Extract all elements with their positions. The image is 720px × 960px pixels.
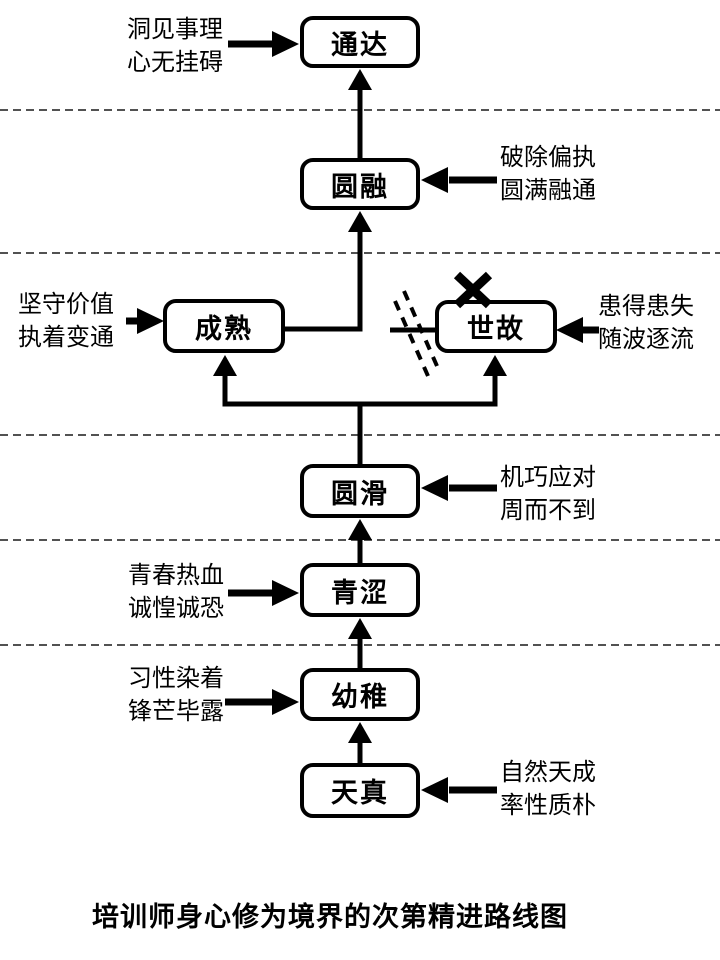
annotation-line: 周而不到	[500, 497, 596, 524]
stage-box-tianzhen: 天真	[300, 763, 420, 818]
flow-arrow-chengshu-yuanrong	[285, 230, 363, 332]
annotation-line: 执着变通	[18, 324, 114, 351]
stage-box-yuanrong: 圆融	[300, 158, 420, 210]
arrow-up-icon	[348, 69, 372, 90]
annotation-line: 习性染着	[128, 665, 224, 692]
stage-box-chengshu: 成熟	[163, 299, 285, 353]
arrow-right-icon	[137, 308, 164, 334]
arrow-up-icon	[213, 355, 237, 376]
stage-box-tongda: 通达	[300, 16, 420, 68]
stage-label-qingse: 青涩	[331, 577, 389, 608]
stage-box-yuanhua: 圆滑	[300, 464, 420, 518]
arrow-up-icon	[348, 211, 372, 232]
annotation-yuanhua: 机巧应对 周而不到	[500, 461, 596, 527]
stage-label-tianzhen: 天真	[331, 778, 389, 808]
arrow-right-icon	[272, 31, 299, 57]
flow-branch-line	[222, 374, 498, 407]
stage-label-youzhi: 幼稚	[331, 682, 389, 712]
annotation-tianzhen: 自然天成 率性质朴	[500, 756, 596, 822]
arrow-up-icon	[348, 519, 372, 540]
annotation-line: 圆满融通	[500, 177, 596, 204]
arrow-up-icon	[483, 355, 507, 376]
arrow-up-icon	[348, 722, 372, 743]
stage-label-yuanhua: 圆滑	[331, 478, 389, 509]
stage-label-chengshu: 成熟	[195, 313, 253, 344]
stage-box-youzhi: 幼稚	[300, 668, 420, 721]
page-title: 培训师身心修为境界的次第精进路线图	[92, 902, 568, 932]
annotation-tongda: 洞见事理 心无挂碍	[127, 13, 223, 79]
annotation-line: 青春热血	[128, 562, 224, 589]
annotation-chengshu: 坚守价值 执着变通	[18, 288, 114, 354]
annotation-line: 心无挂碍	[127, 49, 223, 76]
annotation-line: 诚惶诚恐	[128, 595, 224, 622]
stage-label-tongda: 通达	[331, 29, 389, 60]
annotation-line: 洞见事理	[127, 16, 223, 43]
arrow-right-icon	[272, 580, 299, 606]
arrow-left-icon	[556, 317, 583, 343]
annotation-line: 锋芒毕露	[128, 698, 224, 725]
annotation-line: 随波逐流	[598, 326, 694, 353]
annotation-shigu: 患得患失 随波逐流	[598, 290, 694, 356]
annotation-line: 患得患失	[598, 293, 694, 320]
arrow-left-icon	[421, 777, 448, 803]
annotation-line: 破除偏执	[500, 144, 596, 171]
annotation-line: 坚守价值	[18, 291, 114, 318]
annotation-yuanrong: 破除偏执 圆满融通	[500, 141, 596, 207]
annotation-line: 机巧应对	[500, 464, 596, 491]
annotation-youzhi: 习性染着 锋芒毕露	[128, 662, 224, 728]
stage-label-yuanrong: 圆融	[331, 171, 389, 202]
stage-label-shigu: 世故	[467, 314, 525, 344]
annotation-qingse: 青春热血 诚惶诚恐	[128, 559, 224, 625]
severed-connector-shigu	[390, 290, 439, 377]
annotation-line: 自然天成	[500, 759, 596, 786]
break-mark-icon	[393, 290, 439, 377]
stage-box-qingse: 青涩	[300, 563, 420, 617]
stage-box-shigu: 世故	[435, 300, 557, 353]
annotation-line: 率性质朴	[500, 792, 596, 819]
arrow-left-icon	[421, 475, 448, 501]
arrow-left-icon	[421, 167, 448, 193]
arrow-right-icon	[272, 689, 299, 715]
arrow-up-icon	[348, 618, 372, 639]
